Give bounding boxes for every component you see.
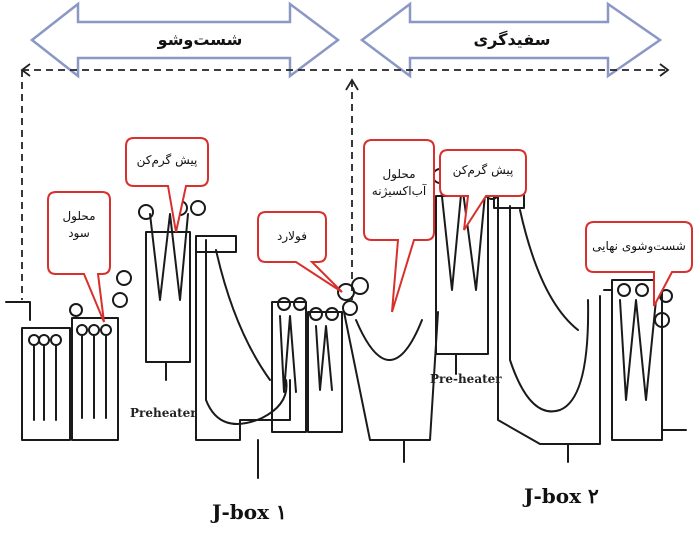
- jbox-2-label: J-box ۲: [524, 484, 599, 508]
- preheater-left-label: Preheater: [130, 406, 197, 420]
- callout-preheat-right-bubble: [439, 149, 527, 231]
- bleaching-double-arrow: [359, 1, 663, 79]
- callout-steel: فولارد: [277, 229, 307, 243]
- washing-label: شست‌وشو: [157, 30, 243, 49]
- callout-caustic-bubble: [47, 191, 111, 323]
- bleaching-label: سفیدگری: [473, 30, 551, 49]
- washing-double-arrow: [29, 1, 341, 79]
- callout-final-wash-bubble: [585, 221, 693, 307]
- process-extent-line: [20, 63, 670, 300]
- jbox-1-label: J-box ۱: [212, 500, 287, 524]
- callout-caustic: محلول سود: [62, 209, 96, 240]
- callout-steel-bubble: [257, 211, 343, 293]
- callout-preheat-right: پیش گرم‌کن: [452, 163, 514, 177]
- callout-peroxide: محلول آب‌اکسیژنه: [371, 167, 427, 198]
- callout-preheat-left-bubble: [125, 137, 209, 233]
- callout-bubbles: [47, 137, 693, 323]
- callout-peroxide-bubble: [363, 139, 435, 313]
- machinery-drawing: [5, 168, 687, 479]
- preheater-right-label: Pre-heater: [430, 372, 502, 386]
- callout-preheat-left: پیش گرم‌کن: [136, 153, 198, 167]
- callout-final-wash: شست‌وشوی نهایی: [592, 239, 686, 253]
